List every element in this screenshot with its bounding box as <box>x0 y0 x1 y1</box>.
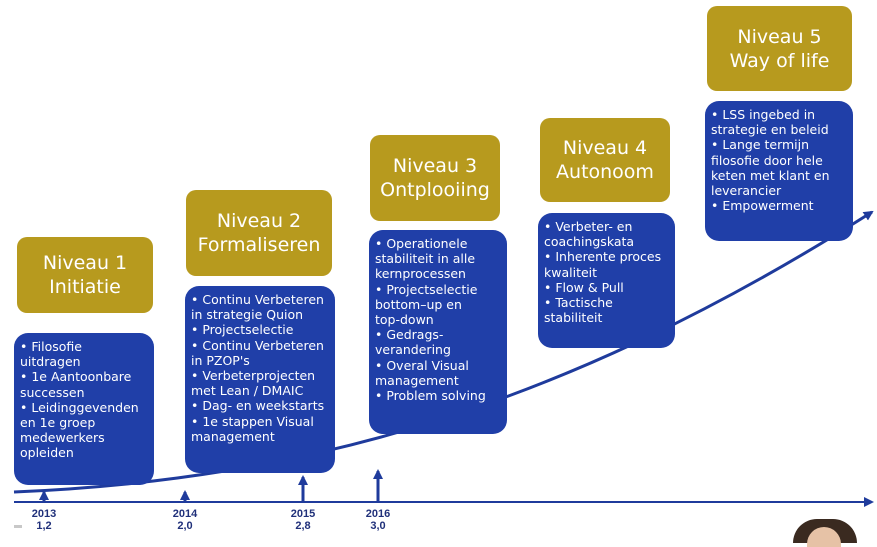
list-item: stabiliteit <box>544 310 603 326</box>
timeline-label-2013: 2013 1,2 <box>24 508 64 532</box>
year-label: 2014 <box>172 508 198 520</box>
list-item: kernprocessen <box>375 266 466 282</box>
list-item: • Verbeterprojecten <box>191 368 316 384</box>
person-face <box>807 527 841 547</box>
list-item: uitdragen <box>20 354 81 370</box>
level-4-header: Niveau 4 Autonoom <box>540 118 670 202</box>
list-item: • Gedrags- <box>375 327 444 343</box>
level-2-header: Niveau 2 Formaliseren <box>186 190 332 276</box>
level-2-title: Niveau 2 <box>216 210 302 232</box>
level-3-title: Niveau 3 <box>392 155 478 177</box>
list-item: management <box>191 428 275 444</box>
list-item: verandering <box>375 342 451 358</box>
level-5-card: • LSS ingebed in strategie en beleid • L… <box>705 101 853 241</box>
list-item: • Leidinggevenden <box>20 399 139 415</box>
level-1-title: Niveau 1 <box>42 252 128 274</box>
list-item: medewerkers <box>20 430 105 446</box>
list-item: bottom–up en <box>375 296 462 312</box>
level-3-card: • Operationele stabiliteit in alle kernp… <box>369 230 507 434</box>
list-item: leverancier <box>711 183 782 199</box>
year-label: 2015 <box>290 508 316 520</box>
list-item: stabiliteit in alle <box>375 251 476 267</box>
score-label: 3,0 <box>370 520 386 532</box>
list-item: • 1e Aantoonbare <box>20 369 132 385</box>
list-item: • Problem solving <box>375 388 486 404</box>
level-5-subtitle: Way of life <box>729 49 830 72</box>
list-item: met Lean / DMAIC <box>191 383 304 399</box>
list-item: • Projectselectie <box>375 281 478 297</box>
list-item: kwaliteit <box>544 264 598 280</box>
list-item: in strategie Quion <box>191 307 304 323</box>
list-item: top-down <box>375 312 434 328</box>
level-2-subtitle: Formaliseren <box>197 234 321 256</box>
list-item: • Projectselectie <box>191 322 294 338</box>
list-item: en 1e groep <box>20 415 96 431</box>
level-1-subtitle: Initiatie <box>49 276 121 298</box>
list-item: • Lange termijn <box>711 137 810 153</box>
year-label: 2013 <box>31 508 57 520</box>
level-1-header: Niveau 1 Initiatie <box>17 237 153 313</box>
score-label: 2,0 <box>177 520 193 532</box>
level-3-subtitle: Ontplooiing <box>380 179 490 201</box>
year-label: 2016 <box>365 508 391 520</box>
timeline-label-2015: 2015 2,8 <box>283 508 323 532</box>
level-4-subtitle: Autonoom <box>556 161 654 183</box>
list-item: management <box>375 372 459 388</box>
level-5-title: Niveau 5 <box>737 25 822 48</box>
list-item: • Inherente proces <box>544 249 662 265</box>
level-4-card: • Verbeter- en coachingskata • Inherente… <box>538 213 675 348</box>
level-2-card: • Continu Verbeteren in strategie Quion … <box>185 286 335 473</box>
level-5-header: Niveau 5 Way of life <box>707 6 852 91</box>
list-item: filosofie door hele <box>711 152 823 168</box>
list-item: • Flow & Pull <box>544 279 624 295</box>
level-4-title: Niveau 4 <box>562 137 648 159</box>
level-3-header: Niveau 3 Ontplooiing <box>370 135 500 221</box>
list-item: • Filosofie <box>20 339 82 354</box>
list-item: • Operationele <box>375 236 468 251</box>
score-label: 2,8 <box>295 520 311 532</box>
list-item: opleiden <box>20 445 74 461</box>
list-item: • LSS ingebed in <box>711 107 816 122</box>
score-label: 1,2 <box>36 520 52 532</box>
axis-start-mark <box>14 525 22 528</box>
list-item: strategie en beleid <box>711 122 829 138</box>
list-item: in PZOP's <box>191 352 250 368</box>
list-item: • Verbeter- en <box>544 219 633 234</box>
list-item: • Overal Visual <box>375 357 469 373</box>
list-item: • Empowerment <box>711 198 814 214</box>
list-item: • 1e stappen Visual <box>191 413 314 429</box>
timeline-label-2014: 2014 2,0 <box>165 508 205 532</box>
list-item: keten met klant en <box>711 167 830 183</box>
list-item: • Tactische <box>544 295 613 311</box>
timeline-label-2016: 2016 3,0 <box>358 508 398 532</box>
list-item: coachingskata <box>544 234 635 250</box>
level-1-card: • Filosofie uitdragen • 1e Aantoonbare s… <box>14 333 154 485</box>
list-item: • Continu Verbeteren <box>191 292 324 307</box>
list-item: successen <box>20 384 85 400</box>
list-item: • Continu Verbeteren <box>191 337 324 353</box>
list-item: • Dag- en weekstarts <box>191 398 325 414</box>
